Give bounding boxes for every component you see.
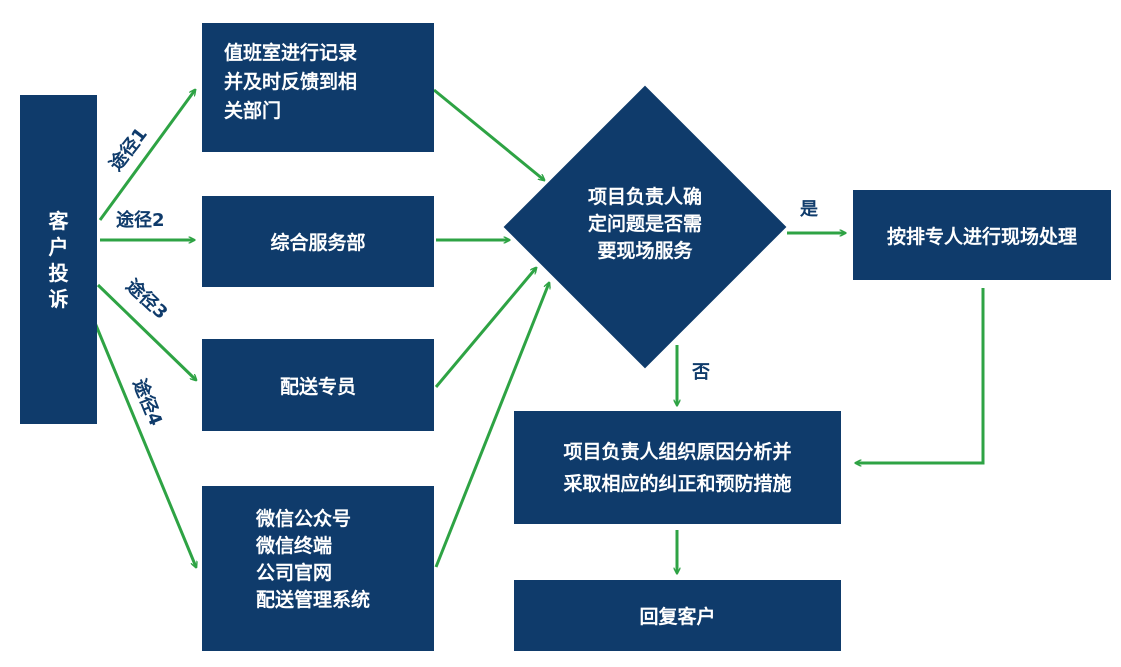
decision-text: 项目负责人确 定问题是否需 要现场服务: [552, 184, 738, 265]
no-label: 否: [691, 362, 710, 383]
decision-line: 要现场服务: [597, 240, 693, 262]
onsite-handling-box: 按排专人进行现场处理: [853, 190, 1111, 280]
route-label-1: 途径1: [105, 123, 152, 175]
channel-line: 微信公众号: [256, 508, 352, 530]
arrow-source-to-delivery: [96, 283, 196, 380]
arrow-source-to-duty: [98, 90, 195, 221]
duty-room-line: 并及时反馈到相: [224, 71, 358, 93]
delivery-box: 配送专员: [202, 339, 434, 431]
arrow-onsite-to-analysis: [856, 288, 985, 463]
source-char: 户: [48, 234, 69, 259]
onsite-label: 按排专人进行现场处理: [886, 225, 1077, 248]
channels-box: 微信公众号 微信终端 公司官网 配送管理系统: [202, 486, 434, 651]
reply-customer-box: 回复客户: [514, 580, 841, 651]
source-char: 诉: [48, 286, 69, 311]
arrow-source-to-channels: [91, 317, 196, 567]
arrow-duty-to-decision: [433, 88, 544, 180]
duty-room-line: 值班室进行记录: [224, 42, 358, 64]
source-char: 客: [48, 208, 69, 233]
service-dept-box: 综合服务部: [202, 196, 434, 287]
delivery-label: 配送专员: [279, 375, 356, 398]
analysis-box: 项目负责人组织原因分析并 采取相应的纠正和预防措施: [514, 411, 841, 524]
analysis-line: 采取相应的纠正和预防措施: [563, 472, 792, 495]
route-label-2: 途径2: [116, 209, 165, 231]
decision-line: 项目负责人确: [587, 186, 702, 208]
decision-line: 定问题是否需: [587, 213, 702, 235]
service-dept-label: 综合服务部: [270, 232, 366, 254]
duty-room-box: 值班室进行记录 并及时反馈到相 关部门: [202, 23, 434, 152]
source-char: 投: [48, 260, 69, 285]
channel-line: 配送管理系统: [256, 589, 371, 611]
channel-line: 微信终端: [256, 535, 333, 557]
arrow-channels-to-decision: [434, 283, 549, 568]
reply-label: 回复客户: [639, 606, 716, 628]
channel-line: 公司官网: [256, 562, 333, 584]
arrow-delivery-to-decision: [434, 268, 536, 388]
customer-complaint-box: 客 户 投 诉: [20, 95, 97, 424]
duty-room-line: 关部门: [224, 100, 282, 122]
analysis-line: 项目负责人组织原因分析并: [563, 440, 792, 463]
yes-label: 是: [799, 199, 818, 220]
